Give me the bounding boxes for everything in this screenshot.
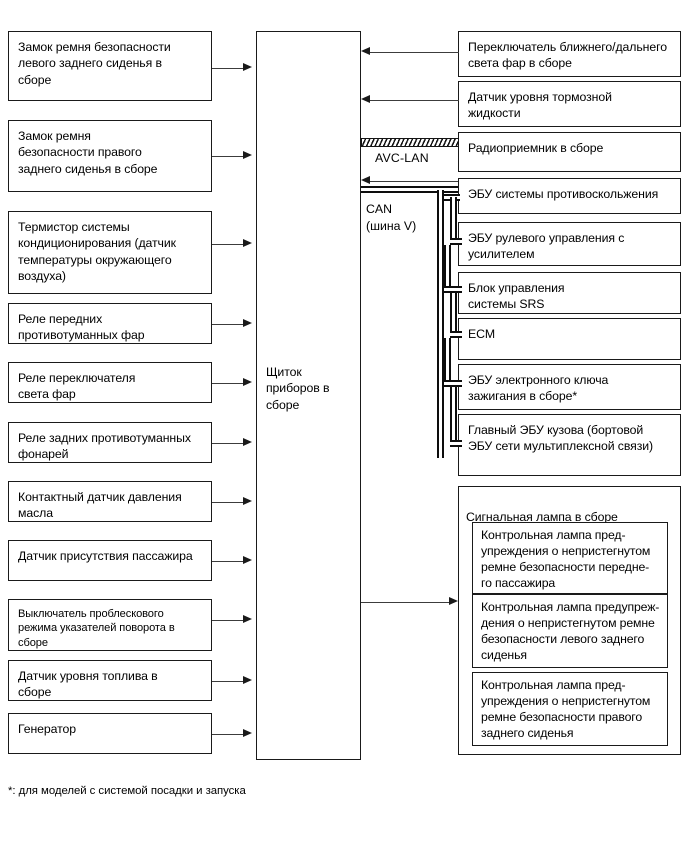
connector-arrow xyxy=(243,676,252,684)
can-node-skid-control-ecu: ЭБУ системы противоскольжения xyxy=(458,178,681,214)
avc-lan-bus-label: AVC-LAN xyxy=(375,151,429,165)
input-box-seat-belt-buckle-left-rear: Замок ремня безопасности левого заднего … xyxy=(8,31,212,101)
can-branch xyxy=(444,380,462,387)
connector-line xyxy=(370,52,459,53)
input-box-headlamp-dimmer-relay: Реле переключателя света фар xyxy=(8,362,212,403)
connector-arrow xyxy=(361,95,370,103)
can-branch xyxy=(450,293,457,335)
connector-line xyxy=(212,443,243,444)
connector-line xyxy=(370,181,459,182)
connector-line xyxy=(212,502,243,503)
can-bus-trunk-horizontal xyxy=(361,186,462,193)
connector-arrow xyxy=(361,47,370,55)
output-lamp-left-rear-belt-warning: Контрольная лампа предупреж- дения о неп… xyxy=(472,594,668,668)
can-node-ecm: ECM xyxy=(458,318,681,360)
avc-lan-bus-bar xyxy=(361,138,459,147)
connector-line xyxy=(212,324,243,325)
can-branch xyxy=(444,338,451,384)
connector-line xyxy=(212,561,243,562)
can-branch xyxy=(450,387,457,444)
connector-arrow xyxy=(243,319,252,327)
connector-arrow xyxy=(243,615,252,623)
center-block-label: Щиток приборов в сборе xyxy=(266,365,330,412)
input-box-rear-fog-lamp-relay: Реле задних противотуманных фонарей xyxy=(8,422,212,463)
input-box-brake-fluid-level-warning-switch: Датчик уровня тормозной жидкости xyxy=(458,81,681,127)
connector-line xyxy=(361,602,449,603)
connector-line xyxy=(212,681,243,682)
connector-line xyxy=(212,156,243,157)
connector-line xyxy=(370,100,459,101)
footnote: *: для моделей с системой посадки и запу… xyxy=(8,785,246,797)
input-box-headlamp-dimmer-switch: Переключатель ближнего/дальнего света фа… xyxy=(458,31,681,77)
connector-line xyxy=(212,383,243,384)
can-node-power-steering-ecu: ЭБУ рулевого управления с усилителем xyxy=(458,222,681,266)
connector-line xyxy=(212,734,243,735)
can-node-srs-control-unit: Блок управления системы SRS xyxy=(458,272,681,314)
connector-arrow xyxy=(243,556,252,564)
connector-arrow xyxy=(243,151,252,159)
output-lamp-right-rear-belt-warning: Контрольная лампа пред- упреждения о неп… xyxy=(472,672,668,746)
connector-arrow xyxy=(243,438,252,446)
connector-arrow xyxy=(243,378,252,386)
input-box-fuel-level-sensor: Датчик уровня топлива в сборе xyxy=(8,660,212,701)
connector-arrow xyxy=(243,63,252,71)
connector-line xyxy=(212,620,243,621)
input-box-oil-pressure-switch: Контактный датчик давления масла xyxy=(8,481,212,522)
output-group-label: Сигнальная лампа в сборе xyxy=(466,510,618,525)
input-box-generator: Генератор xyxy=(8,713,212,754)
can-branch xyxy=(450,440,462,447)
input-box-front-fog-lamp-relay: Реле передних противотуманных фар xyxy=(8,303,212,344)
can-node-smart-key-ecu: ЭБУ электронного ключа зажигания в сборе… xyxy=(458,364,681,410)
input-box-hazard-switch: Выключатель проблескового режима указате… xyxy=(8,599,212,651)
output-lamp-front-passenger-belt-warning: Контрольная лампа пред- упреждения о неп… xyxy=(472,522,668,594)
input-box-ac-thermistor: Термистор системы кондиционирования (дат… xyxy=(8,211,212,294)
can-bus-trunk-vertical xyxy=(437,190,444,458)
connector-arrow xyxy=(361,176,370,184)
connector-arrow xyxy=(243,497,252,505)
input-box-occupant-detection-sensor: Датчик присутствия пассажира xyxy=(8,540,212,581)
connector-arrow xyxy=(243,729,252,737)
can-node-main-body-ecu: Главный ЭБУ кузова (бортовой ЭБУ сети му… xyxy=(458,414,681,476)
connector-line xyxy=(212,244,243,245)
can-branch xyxy=(450,238,462,245)
can-branch xyxy=(450,331,462,338)
input-box-seat-belt-buckle-right-rear: Замок ремня безопасности правого заднего… xyxy=(8,120,212,192)
connector-line xyxy=(212,68,243,69)
avc-lan-node-radio-receiver: Радиоприемник в сборе xyxy=(458,132,681,172)
center-block-instrument-cluster: Щиток приборов в сборе xyxy=(256,31,361,760)
can-bus-label: CAN (шина V) xyxy=(366,202,417,233)
connector-arrow xyxy=(449,597,458,605)
can-branch xyxy=(444,286,462,293)
connector-arrow xyxy=(243,239,252,247)
can-branch xyxy=(444,245,451,289)
can-branch xyxy=(450,197,457,241)
